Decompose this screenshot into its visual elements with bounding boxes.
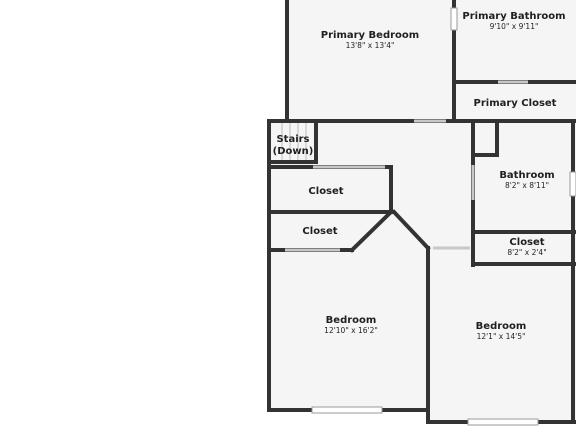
room-label: Stairs bbox=[276, 134, 309, 145]
room-label: Closet bbox=[308, 186, 343, 197]
room-bedroom-right: Bedroom 12'1" x 14'5" bbox=[476, 321, 527, 341]
room-primary-bedroom: Primary Bedroom 13'8" x 13'4" bbox=[321, 30, 419, 50]
room-primary-closet: Primary Closet bbox=[474, 98, 557, 109]
room-dimensions: 12'1" x 14'5" bbox=[477, 332, 526, 341]
room-dimensions: 9'10" x 9'11" bbox=[490, 22, 539, 31]
room-primary-bathroom: Primary Bathroom 9'10" x 9'11" bbox=[462, 11, 565, 31]
room-bedroom-left: Bedroom 12'10" x 16'2" bbox=[324, 315, 378, 335]
room-closet-right: Closet 8'2" x 2'4" bbox=[507, 237, 546, 257]
room-label: Bedroom bbox=[476, 321, 527, 332]
room-closet-lower: Closet bbox=[302, 226, 337, 237]
room-label: Primary Bathroom bbox=[462, 11, 565, 22]
room-label: Bathroom bbox=[499, 170, 554, 181]
room-label: Closet bbox=[509, 237, 544, 248]
room-label-sub: (Down) bbox=[273, 146, 314, 157]
room-dimensions: 13'8" x 13'4" bbox=[346, 41, 395, 50]
room-dimensions: 8'2" x 2'4" bbox=[507, 248, 546, 257]
room-bathroom: Bathroom 8'2" x 8'11" bbox=[499, 170, 554, 190]
room-stairs: Stairs (Down) bbox=[273, 134, 314, 157]
stairs-treads bbox=[281, 123, 307, 160]
room-dimensions: 12'10" x 16'2" bbox=[324, 326, 378, 335]
room-dimensions: 8'2" x 8'11" bbox=[505, 181, 549, 190]
room-label: Primary Closet bbox=[474, 98, 557, 109]
room-label: Bedroom bbox=[326, 315, 377, 326]
door-openings bbox=[285, 80, 528, 252]
room-closet-upper: Closet bbox=[308, 186, 343, 197]
room-label: Closet bbox=[302, 226, 337, 237]
room-label: Primary Bedroom bbox=[321, 30, 419, 41]
windows bbox=[311, 7, 576, 426]
